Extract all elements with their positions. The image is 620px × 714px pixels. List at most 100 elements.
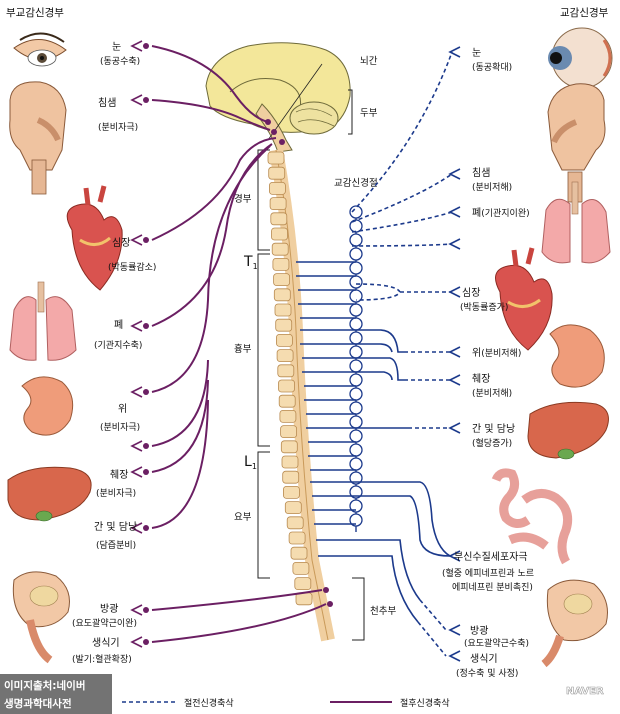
parasympathetic-endings (130, 40, 149, 648)
right-intestine-illustration (491, 468, 573, 565)
head-label: 두부 (360, 108, 378, 119)
vertebra (280, 425, 298, 439)
sympathetic-chain (349, 205, 363, 532)
parasympathetic-pathways (151, 45, 327, 643)
para-eye-effect: (동공수축) (100, 56, 140, 67)
symp-heart-effect: (박동률증가) (460, 302, 508, 313)
left-eye-illustration (13, 32, 67, 67)
sacral-label: 천추부 (370, 606, 396, 617)
sympathetic-ending (448, 374, 461, 386)
parasympathetic-ganglion (143, 43, 149, 49)
sympathetic-ending (448, 286, 461, 298)
sympathetic-endings (448, 46, 461, 662)
left-heart-illustration (66, 185, 123, 291)
symp-salivary-name: 침샘 (472, 167, 490, 179)
vertebra (267, 151, 285, 165)
parasympathetic-ganglion (143, 607, 149, 613)
right-stomach-illustration (549, 324, 605, 388)
vertebra (272, 257, 290, 271)
vertebra (282, 485, 300, 499)
para-pancreas-name: 췌장 (110, 469, 128, 481)
para-liver-name: 간 및 담낭 (94, 521, 137, 533)
parasympathetic-ganglion (143, 323, 149, 329)
vertebra (271, 227, 288, 241)
sympathetic-ending (448, 650, 461, 662)
parasympathetic-ganglion (143, 443, 149, 449)
ganglion (349, 345, 363, 359)
right-eye-illustration (548, 27, 613, 89)
vertebra (292, 562, 310, 575)
symp-adrenal-name: 부신수질세포자극 (454, 551, 528, 563)
symp-liver-name: 간 및 담낭 (472, 423, 515, 435)
left-bladder-illustration (12, 571, 70, 664)
symp-bladder-name: 방광 (470, 625, 488, 637)
left-stomach-illustration (21, 376, 74, 436)
parasympathetic-ending (130, 604, 143, 616)
vertebra (274, 303, 292, 317)
credit-background (0, 674, 112, 714)
para-stomach-name: 위 (118, 402, 127, 415)
symp-lung-name: 폐(기관지이완) (472, 207, 530, 219)
vertebra (278, 394, 296, 408)
parasympathetic-ending (130, 386, 143, 398)
ganglion (349, 443, 363, 457)
ganglion (349, 373, 363, 387)
parasympathetic-labels: 눈 (동공수축) 침샘 (분비자극) 심장 (박동률감소) 폐 (기관지수축) … (72, 41, 156, 665)
vertebra (275, 333, 293, 347)
vertebra (268, 166, 286, 180)
symp-stomach-name: 위(분비저해) (472, 346, 521, 359)
para-bladder-effect: (요도괄약근이완) (72, 617, 137, 629)
para-genital-name: 생식기 (92, 637, 120, 649)
parasympathetic-ending (130, 522, 143, 534)
sympathetic-chain-label: 교감신경절 (334, 177, 378, 189)
parasympathetic-ganglion (143, 639, 149, 645)
para-salivary-effect: (분비자극) (98, 122, 138, 133)
vertebrae-group (267, 151, 313, 606)
para-genital-effect: (발기:혈관확장) (72, 653, 132, 665)
vertebra (270, 212, 288, 226)
parasympathetic-ending (130, 40, 143, 52)
parasympathetic-ending (130, 636, 143, 648)
symp-salivary-effect: (분비저해) (472, 182, 512, 193)
brainstem-pointer (267, 63, 323, 141)
vertebra (286, 516, 304, 530)
brain-illustration (205, 42, 351, 153)
ganglion (349, 457, 363, 471)
para-liver-effect: (담즙분비) (96, 539, 136, 551)
vertebra (268, 181, 286, 195)
vertebra (281, 455, 299, 469)
sympathetic-ending (448, 346, 461, 358)
t1-label: T1 (243, 254, 258, 271)
vertebra (278, 379, 295, 393)
para-heart-effect: (박동률감소) (108, 261, 156, 273)
ganglion (349, 317, 363, 331)
parasympathetic-ending (130, 440, 143, 452)
symp-genital-effect: (정수축 및 사정) (456, 667, 518, 679)
symp-genital-name: 생식기 (470, 653, 498, 665)
vertebra (279, 409, 297, 423)
vertebra (295, 592, 313, 606)
left-liver-illustration (7, 466, 92, 522)
para-stomach-effect: (분비자극) (100, 422, 140, 433)
symp-eye-effect: (동공확대) (472, 61, 512, 73)
spinal-column (267, 148, 335, 642)
ganglion (349, 513, 363, 527)
right-bladder-illustration (541, 579, 608, 668)
sympathetic-ending (448, 550, 461, 562)
para-heart-name: 심장 (112, 237, 130, 249)
vertebra (275, 318, 293, 332)
vertebra (294, 577, 312, 590)
vertebra (276, 349, 294, 363)
para-pancreas-effect: (분비자극) (96, 488, 136, 499)
symp-heart-name: 심장 (462, 287, 480, 299)
ganglion (349, 303, 363, 317)
parasympathetic-ganglion (143, 525, 149, 531)
symp-eye-name: 눈 (472, 47, 481, 59)
vertebra (273, 288, 291, 302)
ganglion (349, 499, 363, 513)
ganglion (349, 261, 363, 275)
ganglion (349, 387, 363, 401)
ganglion (349, 359, 363, 373)
sympathetic-ending (448, 422, 461, 434)
